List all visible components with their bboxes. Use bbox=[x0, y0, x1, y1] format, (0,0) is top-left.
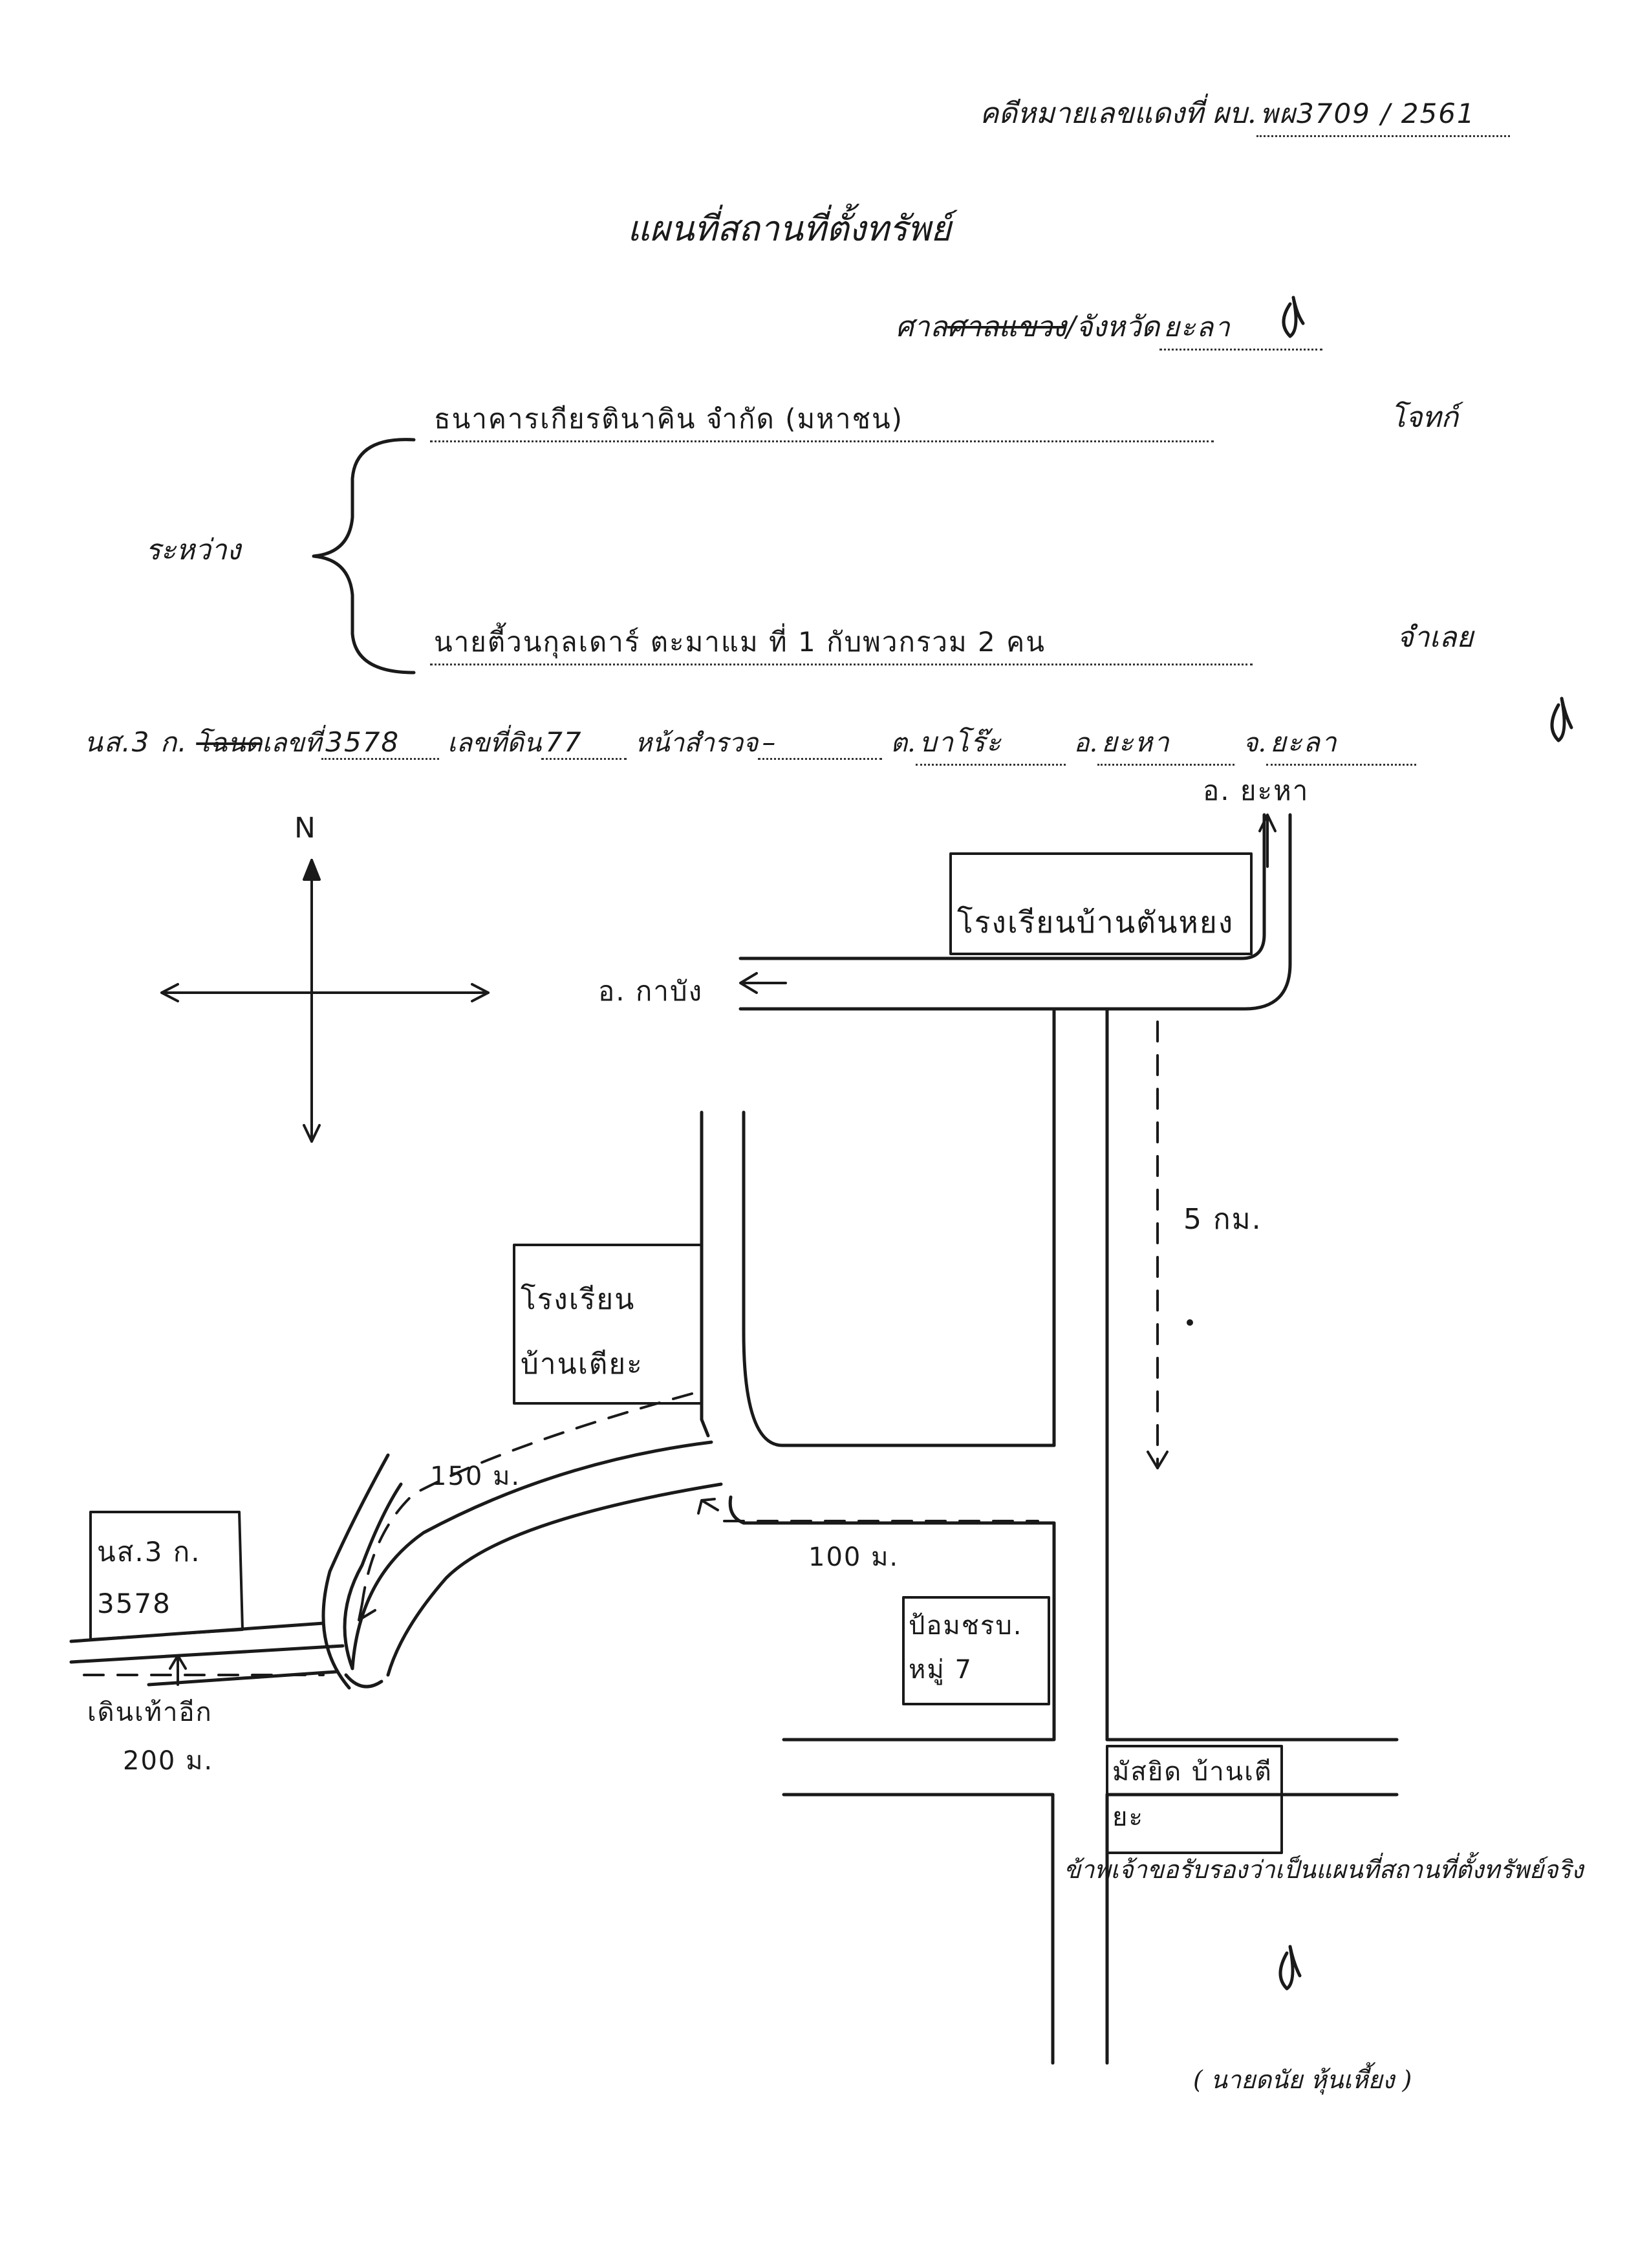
land-no-value: 77 bbox=[541, 726, 627, 760]
province-value: ยะลา bbox=[1266, 721, 1417, 766]
label-mosque: มัสยิด บ้านเตียะ bbox=[1112, 1757, 1273, 1832]
amphoe-label: อ. bbox=[1073, 728, 1098, 758]
school-mid-box bbox=[513, 1244, 703, 1405]
land-no-label: เลขที่ดิน bbox=[447, 728, 542, 758]
survey-label: หน้าสำรวจ bbox=[634, 728, 759, 758]
label-walk-more: เดินเท้าอีก bbox=[87, 1698, 213, 1727]
tambon-value: บาโร๊ะ bbox=[915, 721, 1066, 766]
dot-mark bbox=[1187, 1319, 1193, 1326]
label-parcel: นส.3 ก. 3578 bbox=[97, 1536, 201, 1619]
doc-no-label: เลขที่ bbox=[262, 728, 322, 758]
case-number: คดีหมายเลขแดงที่ ผบ.พผ3709 / 2561 bbox=[980, 91, 1510, 137]
court-label: /จังหวัด bbox=[1066, 310, 1160, 343]
court-signature bbox=[1282, 296, 1305, 338]
court-line: ศาลศาลแขวง/จังหวัดยะลา bbox=[896, 304, 1323, 351]
buildings bbox=[89, 852, 1283, 1854]
plaintiff-label: โจทก์ bbox=[1390, 401, 1459, 434]
label-to-yaha: อ. ยะหา bbox=[1203, 775, 1310, 806]
doc-no-value: 3578 bbox=[321, 726, 440, 760]
survey-value: – bbox=[758, 726, 883, 760]
court-value: ยะลา bbox=[1159, 306, 1323, 351]
defendant-line: นายตี้วนกุลเดาร์ ตะมาแม ที่ 1 กับพวกรวม … bbox=[430, 621, 1253, 665]
label-school-mid: โรงเรียน บ้านเตียะ bbox=[521, 1283, 643, 1381]
parcel-box bbox=[89, 1511, 244, 1641]
between-label: ระหว่าง bbox=[146, 534, 241, 567]
roads bbox=[69, 813, 1399, 2065]
arrow-kabang bbox=[739, 972, 787, 994]
label-5km: 5 กม. bbox=[1183, 1203, 1262, 1236]
dashed-routes bbox=[83, 1021, 1159, 1676]
doc-struck: โฉนด bbox=[196, 728, 263, 758]
label-police-post: ป้อมชรบ. หมู่ 7 bbox=[909, 1611, 1023, 1685]
page-title: แผนที่สถานที่ตั้งทรัพย์ bbox=[627, 208, 951, 249]
police-post-box bbox=[902, 1596, 1050, 1705]
plaintiff-value: ธนาคารเกียรตินาคิน จำกัด (มหาชน) bbox=[430, 398, 1214, 442]
arrow-100m bbox=[697, 1498, 719, 1515]
label-school-top: โรงเรียนบ้านตันหยง bbox=[957, 905, 1234, 940]
defendant-label: จำเลย bbox=[1397, 621, 1474, 654]
between-brace bbox=[312, 438, 416, 675]
label-150m: 150 ม. bbox=[430, 1462, 521, 1491]
court-struck: ศาลแขวง bbox=[947, 310, 1066, 343]
label-100m: 100 ม. bbox=[808, 1542, 900, 1572]
case-number-label: คดีหมายเลขแดงที่ ผบ. bbox=[980, 97, 1256, 130]
amphoe-value: ยะหา bbox=[1097, 721, 1235, 766]
province-label: จ. bbox=[1242, 728, 1267, 758]
doc-type: นส.3 ก. bbox=[84, 726, 188, 758]
label-200m: 200 ม. bbox=[123, 1746, 214, 1776]
arrow-walk bbox=[169, 1654, 187, 1686]
arrow-curve bbox=[358, 1603, 376, 1621]
property-signature bbox=[1550, 697, 1573, 742]
label-to-kabang: อ. กาบัง bbox=[598, 975, 704, 1007]
arrow-yaha bbox=[1258, 814, 1277, 868]
case-number-value: พผ3709 / 2561 bbox=[1256, 92, 1510, 137]
defendant-value: นายตี้วนกุลเดาร์ ตะมาแม ที่ 1 กับพวกรวม … bbox=[430, 621, 1253, 665]
mosque-box bbox=[1106, 1745, 1283, 1854]
certify-text: ข้าพเจ้าขอรับรองว่าเป็นแผนที่สถานที่ตั้ง… bbox=[1064, 1855, 1584, 1884]
arrow-5km bbox=[1147, 1451, 1169, 1469]
signer-name: ( นายดนัย หุ้นเหี้ยง ) bbox=[1193, 2066, 1412, 2094]
tambon-label: ต. bbox=[890, 728, 916, 758]
certify-signature bbox=[1278, 1945, 1302, 1991]
arrows bbox=[169, 814, 1277, 1686]
compass bbox=[160, 859, 490, 1143]
school-top-box bbox=[949, 852, 1253, 955]
court-prefix: ศาล bbox=[896, 310, 947, 343]
north-label: N bbox=[294, 812, 317, 845]
plaintiff-line: ธนาคารเกียรตินาคิน จำกัด (มหาชน) bbox=[430, 398, 1214, 442]
